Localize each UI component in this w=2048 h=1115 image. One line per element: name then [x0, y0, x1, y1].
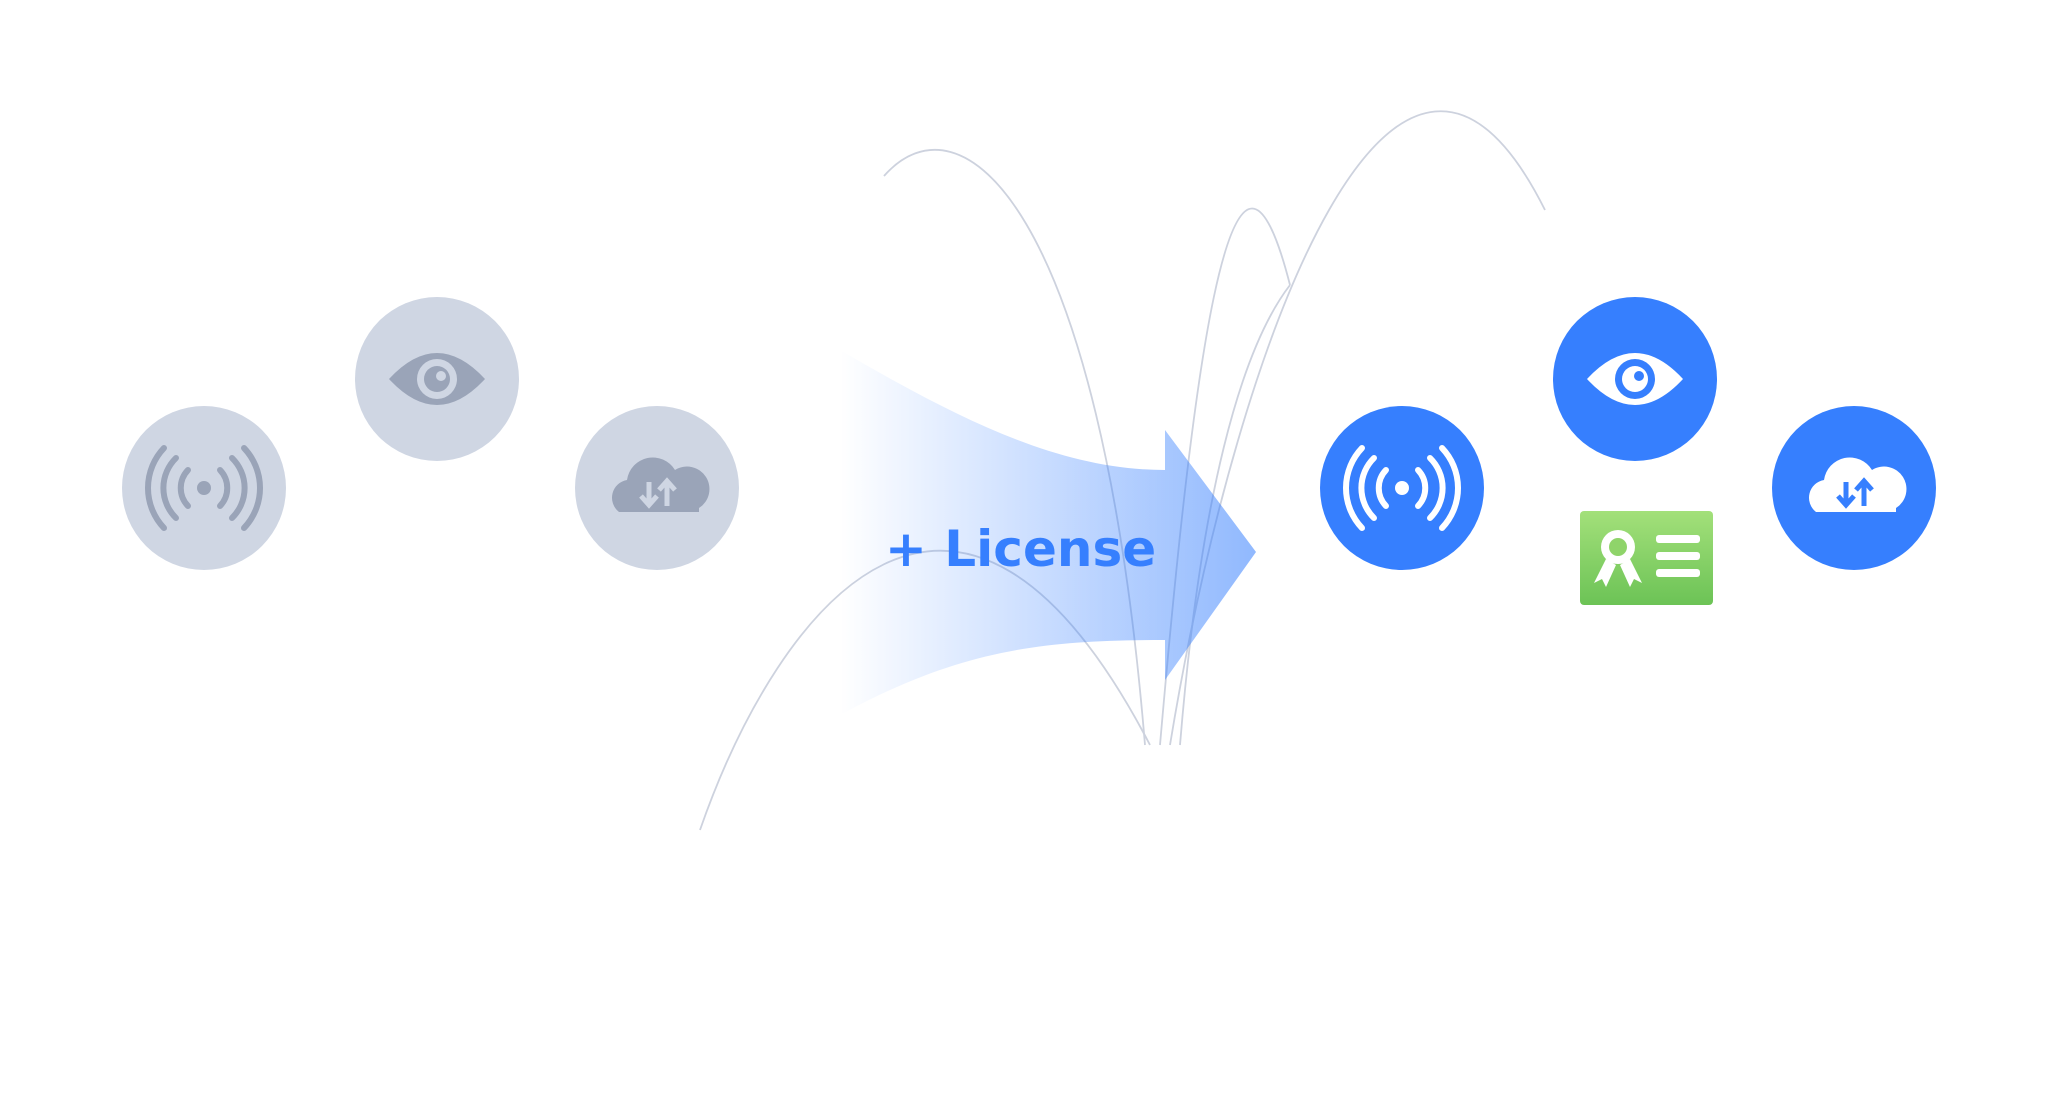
arc: [1179, 284, 1291, 746]
wireless-signal-icon: [145, 445, 263, 531]
cloud-feature-active: [1772, 406, 1936, 570]
license-label: + License: [885, 520, 1156, 578]
after-features: [1320, 297, 1936, 570]
wireless-feature-active: [1320, 406, 1484, 570]
cloud-sync-icon: [611, 457, 710, 512]
license-certificate-icon: [1580, 511, 1713, 605]
upgrade-arrow: [840, 350, 1256, 715]
cloud-sync-icon: [1808, 457, 1907, 512]
wireless-feature-inactive: [122, 406, 286, 570]
monitoring-feature-active: [1553, 297, 1717, 461]
wireless-signal-icon: [1343, 445, 1461, 531]
monitoring-feature-inactive: [355, 297, 519, 461]
eye-icon: [389, 353, 485, 405]
eye-icon: [1587, 353, 1683, 405]
cloud-feature-inactive: [575, 406, 739, 570]
before-features: [122, 297, 739, 570]
